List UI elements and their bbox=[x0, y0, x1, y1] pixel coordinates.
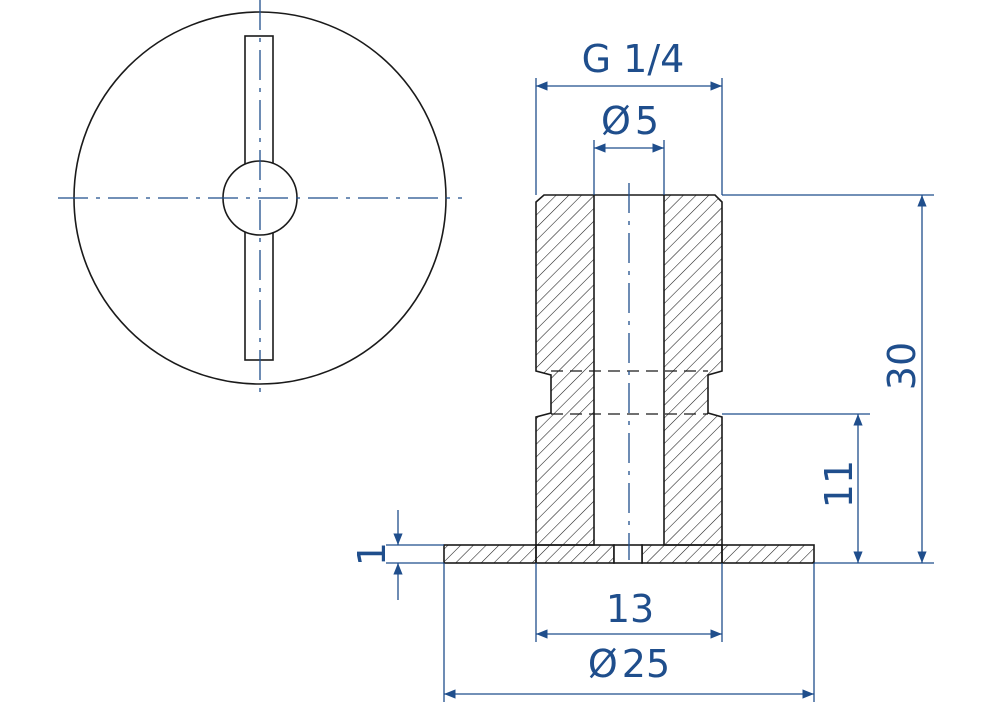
flange-left bbox=[443, 544, 537, 564]
section-view bbox=[443, 183, 815, 564]
flange-diameter-symbol: Ø bbox=[588, 642, 618, 686]
flange-center-right bbox=[641, 544, 723, 564]
groove-label: 11 bbox=[817, 460, 861, 508]
flange-center-left bbox=[535, 544, 615, 564]
flange-thickness-label: 1 bbox=[350, 542, 394, 566]
top-view bbox=[58, 0, 462, 395]
flange-dia-value: 25 bbox=[622, 642, 670, 686]
vent-hole bbox=[613, 544, 643, 564]
thread-label: G 1/4 bbox=[582, 37, 685, 81]
flange-right bbox=[721, 544, 815, 564]
bore-diameter-symbol: Ø bbox=[601, 99, 631, 143]
body-width-label: 13 bbox=[606, 587, 654, 631]
height-label: 30 bbox=[880, 342, 924, 390]
body-wall-right bbox=[663, 194, 723, 546]
bore-value: 5 bbox=[635, 99, 659, 143]
body-wall-left bbox=[535, 194, 595, 546]
